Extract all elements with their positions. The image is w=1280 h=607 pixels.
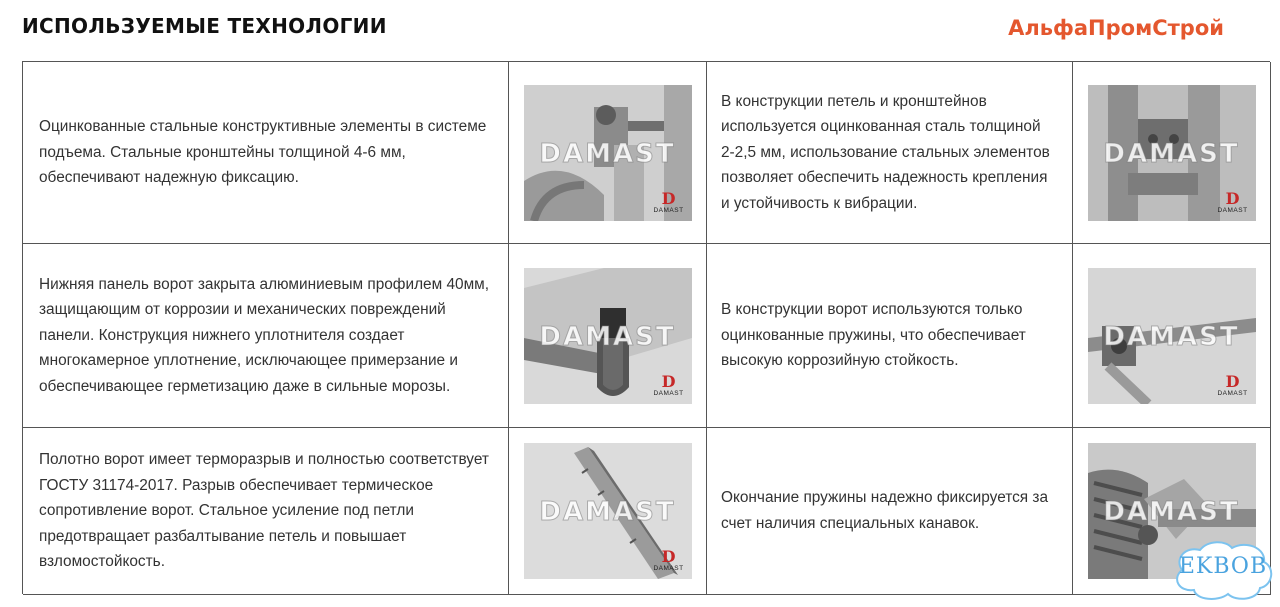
table-cell-text: Оцинкованные стальные конструктивные эле…	[23, 62, 509, 244]
galvanized-spring-image: DAMAST D DAMAST	[1087, 267, 1256, 404]
hinge-bracket-image: DAMAST D DAMAST	[1087, 84, 1256, 221]
watermark: DAMAST	[539, 497, 676, 528]
damast-logo: D DAMAST	[1217, 371, 1248, 397]
watermark: DAMAST	[1103, 138, 1240, 169]
header: ИСПОЛЬЗУЕМЫЕ ТЕХНОЛОГИИ АльфаПромСтрой	[0, 0, 1280, 60]
stamp-text: EKBOB	[1178, 554, 1268, 579]
damast-logo: D DAMAST	[653, 547, 684, 573]
table-cell-text: Полотно ворот имеет терморазрыв и полнос…	[23, 428, 509, 595]
description-text: Оцинкованные стальные конструктивные эле…	[39, 118, 487, 187]
brand-logo-text: АльфаПромСтрой	[1008, 16, 1224, 40]
table-cell-text: В конструкции петель и кронштейнов испол…	[707, 62, 1073, 244]
watermark: DAMAST	[1103, 497, 1240, 528]
table-cell-image: DAMAST D DAMAST	[509, 244, 707, 428]
thermal-break-panel-image: DAMAST D DAMAST	[523, 443, 692, 579]
damast-logo: D DAMAST	[653, 371, 684, 397]
technologies-table: Оцинкованные стальные конструктивные эле…	[22, 61, 1271, 595]
watermark: DAMAST	[539, 138, 676, 169]
table-cell-image: DAMAST D DAMAST	[509, 62, 707, 244]
table-cell-text: В конструкции ворот используются только …	[707, 244, 1073, 428]
damast-logo: D DAMAST	[653, 188, 684, 214]
bottom-seal-profile-image: DAMAST D DAMAST	[523, 267, 692, 404]
damast-logo: D DAMAST	[1217, 188, 1248, 214]
ekbob-stamp: EKBOB	[1170, 538, 1276, 602]
table-cell-text: Нижняя панель ворот закрыта алюминиевым …	[23, 244, 509, 428]
stamp-badge-icon	[1176, 541, 1273, 600]
description-text: Окончание пружины надежно фиксируется за…	[721, 489, 1049, 532]
table-cell-image: DAMAST D DAMAST	[509, 428, 707, 595]
description-text: Полотно ворот имеет терморазрыв и полнос…	[39, 451, 489, 571]
watermark: DAMAST	[539, 321, 676, 352]
description-text: Нижняя панель ворот закрыта алюминиевым …	[39, 275, 490, 395]
watermark: DAMAST	[1103, 321, 1240, 352]
description-text: В конструкции ворот используются только …	[721, 301, 1026, 370]
page-title: ИСПОЛЬЗУЕМЫЕ ТЕХНОЛОГИИ	[22, 14, 387, 38]
table-cell-image: DAMAST D DAMAST	[1073, 62, 1271, 244]
table-cell-text: Окончание пружины надежно фиксируется за…	[707, 428, 1073, 595]
lifting-system-image: DAMAST D DAMAST	[523, 84, 692, 221]
table-cell-image: DAMAST D DAMAST	[1073, 244, 1271, 428]
description-text: В конструкции петель и кронштейнов испол…	[721, 92, 1050, 212]
